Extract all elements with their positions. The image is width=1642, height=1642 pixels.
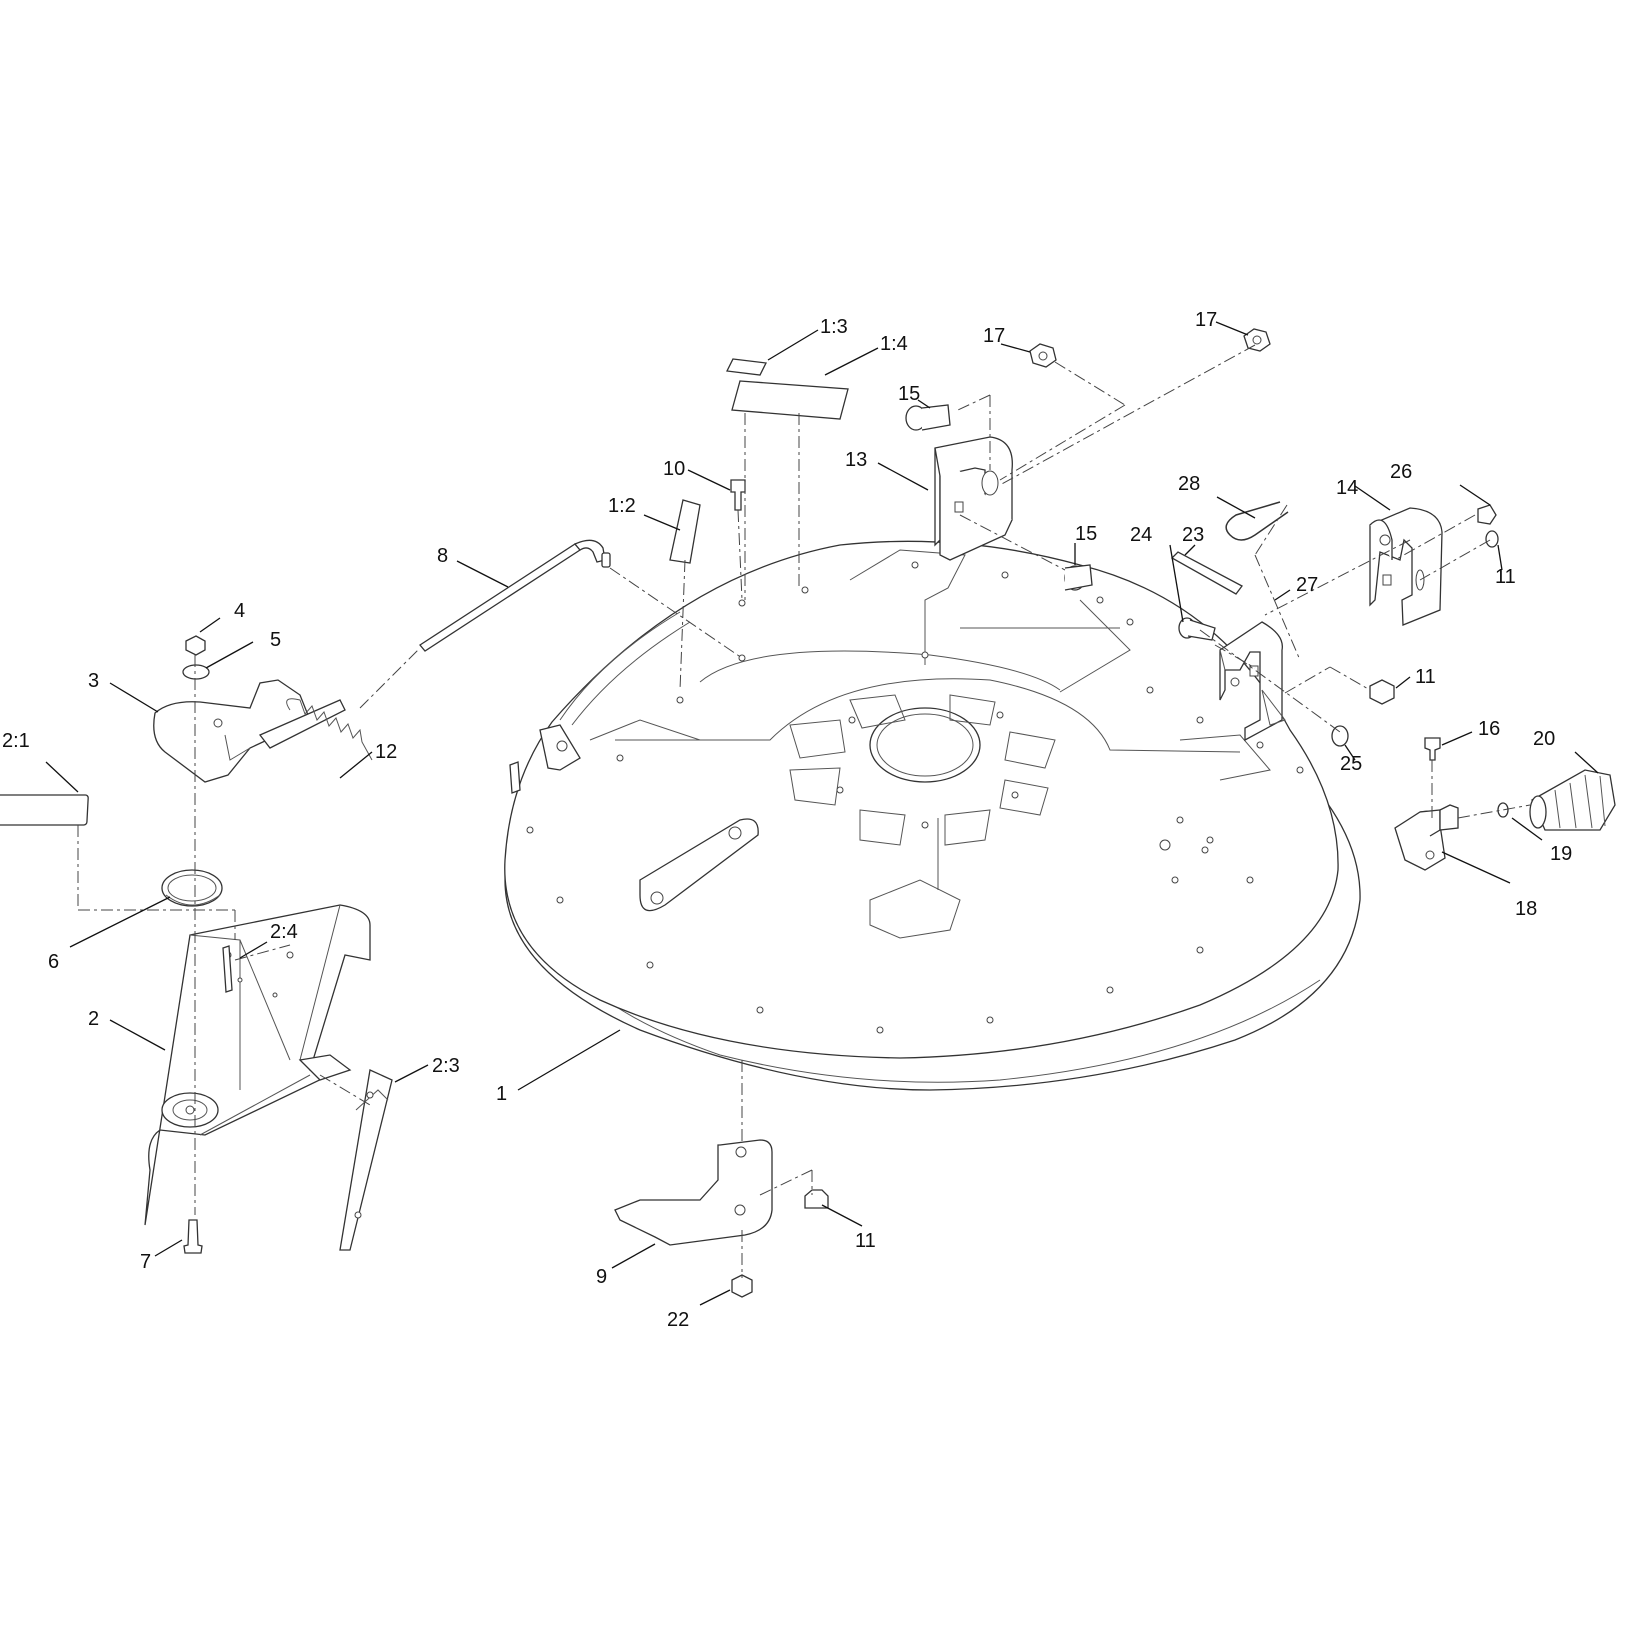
callout-3: 3 [88, 670, 99, 692]
callout-11-deck: 11 [1415, 666, 1436, 688]
decal-1-3 [726, 358, 767, 376]
pivot-bracket-3 [153, 679, 346, 783]
bracket-13 [934, 436, 1013, 561]
callout-28: 28 [1178, 473, 1200, 495]
callout-24: 24 [1130, 524, 1152, 546]
callout-23: 23 [1182, 524, 1204, 546]
discharge-chute [144, 904, 371, 1226]
callout-22: 22 [667, 1309, 689, 1331]
callout-16: 16 [1478, 718, 1500, 740]
o-ring-19 [1497, 802, 1509, 818]
callout-11-bracket14: 11 [1495, 566, 1516, 588]
callout-17-right: 17 [1195, 309, 1217, 331]
assembly-centerlines [77, 344, 1531, 1278]
callout-9: 9 [596, 1266, 607, 1288]
decal-1-2 [669, 499, 701, 564]
callout-labels: 1 1:2 1:3 1:4 2 2:1 2:3 2:4 3 4 5 6 7 8 … [2, 309, 1572, 1331]
callout-14: 14 [1336, 477, 1358, 499]
hairpin-28 [1225, 501, 1289, 541]
callout-25: 25 [1340, 753, 1362, 775]
callout-20: 20 [1533, 728, 1555, 750]
clevis-pin-15b [1064, 564, 1093, 591]
washer-11a [1485, 530, 1499, 548]
callout-8: 8 [437, 545, 448, 567]
callout-2-4: 2:4 [270, 921, 298, 943]
callout-6: 6 [48, 951, 59, 973]
bolt-26 [1477, 504, 1497, 525]
washer-5 [182, 664, 210, 680]
callout-1: 1 [496, 1083, 507, 1105]
nut-17b [1243, 328, 1271, 352]
callout-26: 26 [1390, 461, 1412, 483]
nut-11b [1369, 679, 1395, 705]
callout-17-left: 17 [983, 325, 1005, 347]
nut-4 [185, 635, 206, 656]
rod-8 [419, 539, 611, 652]
spring-12 [286, 698, 373, 761]
callout-2-3: 2:3 [432, 1055, 460, 1077]
pin-23 [1170, 551, 1243, 595]
callout-1-4: 1:4 [880, 333, 908, 355]
clevis-pin-15a [905, 404, 951, 431]
hose-cap-20 [1529, 769, 1616, 831]
leader-lines [45, 321, 1599, 1306]
ring-spring-6 [161, 869, 223, 907]
callout-15-upper: 15 [898, 383, 920, 405]
callout-1-3: 1:3 [820, 316, 848, 338]
callout-2-1: 2:1 [2, 730, 30, 752]
wear-plate-2-3 [339, 1069, 393, 1251]
deck-housing [504, 540, 1361, 1091]
decal-2-1 [0, 794, 89, 826]
pin-2-4 [222, 945, 233, 993]
callout-13: 13 [845, 449, 867, 471]
callout-1-2: 1:2 [608, 495, 636, 517]
bracket-14 [1369, 507, 1443, 626]
callout-4: 4 [234, 600, 245, 622]
nut-22 [731, 1274, 753, 1298]
decal-1-4 [731, 380, 849, 420]
callout-12: 12 [375, 741, 397, 763]
bolt-16 [1424, 737, 1441, 761]
callout-2: 2 [88, 1008, 99, 1030]
callout-27: 27 [1296, 574, 1318, 596]
baffle-9 [614, 1139, 773, 1246]
callout-19: 19 [1550, 843, 1572, 865]
bolt-7 [183, 1219, 203, 1254]
nut-17a [1029, 343, 1057, 368]
callout-5: 5 [270, 629, 281, 651]
washer-25 [1331, 725, 1349, 747]
callout-10: 10 [663, 458, 685, 480]
elbow-fitting-18 [1394, 804, 1459, 871]
pin-24 [1178, 617, 1216, 641]
callout-7: 7 [140, 1251, 151, 1273]
callout-15-lower: 15 [1075, 523, 1097, 545]
bolt-10 [730, 479, 746, 511]
nut-11c [804, 1189, 829, 1209]
side-bracket-27 [1219, 621, 1286, 742]
callout-11-baffle: 11 [855, 1230, 876, 1252]
callout-18: 18 [1515, 898, 1537, 920]
